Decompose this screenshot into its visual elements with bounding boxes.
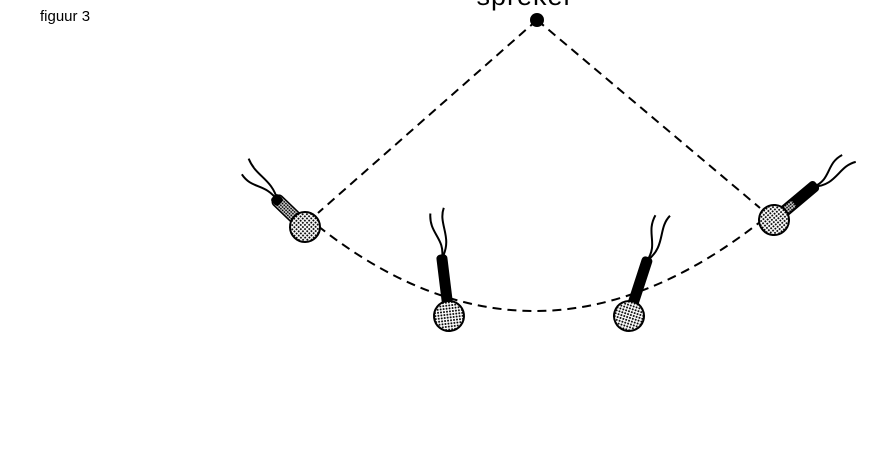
figure-label: figuur 3	[40, 8, 91, 25]
microphone-1	[241, 158, 321, 243]
speaker-dot	[530, 13, 544, 27]
microphone-4	[758, 154, 857, 236]
speaker-label: spreker	[450, 0, 600, 12]
dashed-line-right	[536, 19, 761, 209]
microphone-3	[613, 214, 671, 332]
dashed-arc	[317, 221, 761, 312]
microphone-2	[429, 207, 465, 332]
dashed-line-left	[317, 19, 538, 214]
